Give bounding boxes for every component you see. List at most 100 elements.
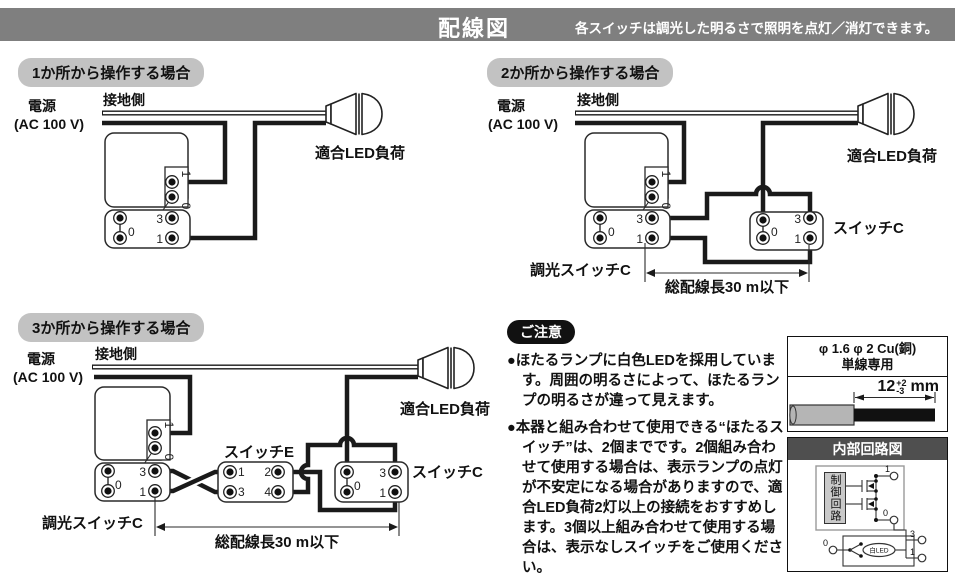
led-load-label: 適合LED負荷 (847, 147, 937, 165)
hot-wire (94, 374, 193, 436)
terminal-number: 1 (794, 232, 801, 246)
terminal-number: 0 (115, 478, 122, 492)
arrow-right-icon (799, 269, 808, 277)
junction-dot (874, 507, 878, 511)
terminal-contact (803, 231, 817, 245)
terminal-contact (113, 231, 127, 245)
wire-spec-line1: φ 1.6 φ 2 Cu(銅) (818, 341, 917, 356)
terminal-contact (756, 231, 770, 245)
terminal-contact (645, 211, 659, 225)
terminal-contact (645, 190, 659, 204)
traveler-wire-3 (658, 184, 813, 221)
diagram-two-locations: 電源 (AC 100 V) 接地側 適合LED負荷 1 0 0 3 1 調光スイ… (488, 92, 937, 296)
pilot-circuit-frame (842, 535, 915, 567)
ground-side-label: 接地側 (577, 92, 619, 108)
terminal-number: 1 (379, 486, 386, 500)
wiring-length-label: 総配線長30 m以下 (665, 278, 789, 296)
terminal-contact (593, 231, 607, 245)
wiring-length-label: 総配線長30 m以下 (215, 533, 339, 551)
terminal-number: 3 (139, 465, 146, 479)
note-item: ●本器と組み合わせて使用できる“ほたるスイッチ”は、2個までです。2個組み合わせ… (507, 420, 784, 576)
terminal-contact (388, 485, 402, 499)
terminal-number: 1 (162, 422, 176, 429)
notes-section: ご注意 ●ほたるランプに白色LEDを採用しています。周囲の明るさによって、ほたる… (507, 320, 787, 578)
terminal-number: 0 (128, 225, 135, 239)
terminal-open (889, 471, 899, 481)
contact-line (849, 543, 862, 551)
wire-spec-title: φ 1.6 φ 2 Cu(銅) 単線専用 (788, 337, 947, 377)
terminal-open (917, 553, 927, 563)
terminal-contact (340, 465, 354, 479)
dimmer-switch-label: 調光スイッチC (530, 261, 631, 279)
dimension-tolerance: +2 -3 (896, 379, 906, 396)
note-item: ●ほたるランプに白色LEDを採用しています。周囲の明るさによって、ほたるランプの… (507, 353, 780, 409)
wire-spec-line2: 単線専用 (841, 357, 894, 372)
voltage-label: (AC 100 V) (14, 116, 84, 132)
terminal-number: 1 (885, 464, 890, 474)
led-load-label: 適合LED負荷 (400, 400, 490, 418)
led-load-label: 適合LED負荷 (315, 144, 405, 162)
section-heading-1: 1か所から操作する場合 (18, 58, 205, 87)
terminal-number: 0 (162, 454, 176, 461)
junction-dot (874, 489, 878, 493)
terminal-contact (165, 175, 179, 189)
caution-badge: ご注意 (507, 320, 575, 344)
load-wire (344, 374, 418, 466)
internal-circuit-drawing: 1 0 0 (815, 464, 927, 567)
terminal-number: 1 (659, 171, 673, 178)
wire-insulation (789, 404, 855, 426)
terminal-open (917, 535, 927, 545)
control-circuit-block: 制御回路 (824, 472, 846, 524)
voltage-label: (AC 100 V) (13, 369, 83, 385)
terminal-contact (645, 175, 659, 189)
terminal-number: 3 (238, 485, 245, 499)
contact-line (849, 549, 862, 557)
terminal-number: 1 (238, 465, 245, 479)
wire-spec-panel: φ 1.6 φ 2 Cu(銅) 単線専用 12 +2 -3 mm (787, 336, 948, 432)
terminal-number: 3 (794, 212, 801, 226)
terminal-number: 3 (379, 466, 386, 480)
arrow-left-icon (646, 269, 655, 277)
load-wire (178, 120, 326, 241)
terminal-contact (165, 231, 179, 245)
tolerance-minus: -3 (896, 386, 905, 396)
led-lamp-icon (417, 346, 475, 390)
terminal-contact (165, 211, 179, 225)
terminal-number: 1 (156, 232, 163, 246)
terminal-contact (113, 211, 127, 225)
terminal-contact (271, 485, 285, 499)
power-label: 電源 (28, 98, 56, 114)
fet-arrow-icon (868, 483, 874, 489)
dimension-value: 12 (877, 378, 896, 395)
terminal-contact (148, 484, 162, 498)
terminal-contact (223, 465, 237, 479)
terminal-contact (340, 485, 354, 499)
junction-dot (874, 497, 878, 501)
header-subtitle: 各スイッチは調光した明るさで照明を点灯／消灯できます。 (575, 21, 939, 36)
terminal-number: 1 (910, 547, 915, 557)
arrow-left-icon (156, 523, 165, 531)
bare-conductor (854, 408, 935, 422)
connector-line (893, 524, 907, 540)
traveler-wire-1 (658, 235, 813, 265)
section-heading-2: 2か所から操作する場合 (487, 58, 674, 87)
terminal-number: 0 (659, 203, 673, 210)
traveler-wire-e2-c1 (284, 469, 398, 513)
hot-wire (575, 120, 687, 185)
contact-dot (859, 542, 863, 546)
load-wire (760, 120, 858, 213)
header-bar: 配線図 各スイッチは調光した明るさで照明を点灯／消灯できます。 (0, 8, 955, 41)
terminal-contact (101, 484, 115, 498)
ground-side-label: 接地側 (95, 346, 137, 362)
diagram-one-location: 電源 (AC 100 V) 接地側 適合LED負荷 1 0 0 3 1 (14, 92, 405, 249)
fet-arrow-icon (868, 501, 874, 507)
strip-length-dimension: 12 +2 -3 mm (877, 378, 939, 396)
terminal-number: 0 (179, 203, 193, 210)
junction-dot (874, 518, 878, 522)
contact-dot (859, 554, 863, 558)
terminal-number: 3 (636, 212, 643, 226)
hot-wire (102, 120, 228, 185)
terminal-number: 1 (139, 485, 146, 499)
terminal-number: 1 (179, 171, 193, 178)
junction-dot (874, 474, 878, 478)
